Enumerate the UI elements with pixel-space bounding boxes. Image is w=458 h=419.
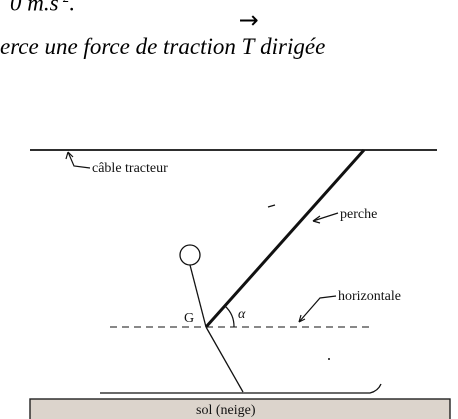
skier-legs — [205, 326, 244, 393]
cable-label: câble tracteur — [92, 161, 168, 176]
stray-mark — [267, 204, 276, 208]
horizontal-pointer-arrowhead — [298, 314, 306, 323]
angle-alpha-label: α — [238, 307, 246, 322]
horizontal-label: horizontale — [338, 289, 401, 304]
pole-pointer-arrowhead — [312, 215, 321, 224]
angle-arc — [224, 305, 235, 328]
skis — [100, 383, 382, 394]
ground-rect — [29, 398, 451, 419]
pole-label: perche — [340, 207, 377, 222]
pole-line — [204, 149, 366, 328]
center-of-gravity-label: G — [184, 311, 194, 326]
stray-dot — [328, 358, 330, 360]
cable-pointer-arrowhead — [65, 151, 74, 160]
skier-body — [189, 264, 207, 328]
skier-head — [179, 244, 201, 266]
cable-label-pointer — [67, 151, 91, 169]
ground-label: sol (neige) — [196, 403, 256, 418]
pole-label-pointer — [312, 212, 339, 222]
horizontal-label-pointer — [298, 295, 337, 323]
